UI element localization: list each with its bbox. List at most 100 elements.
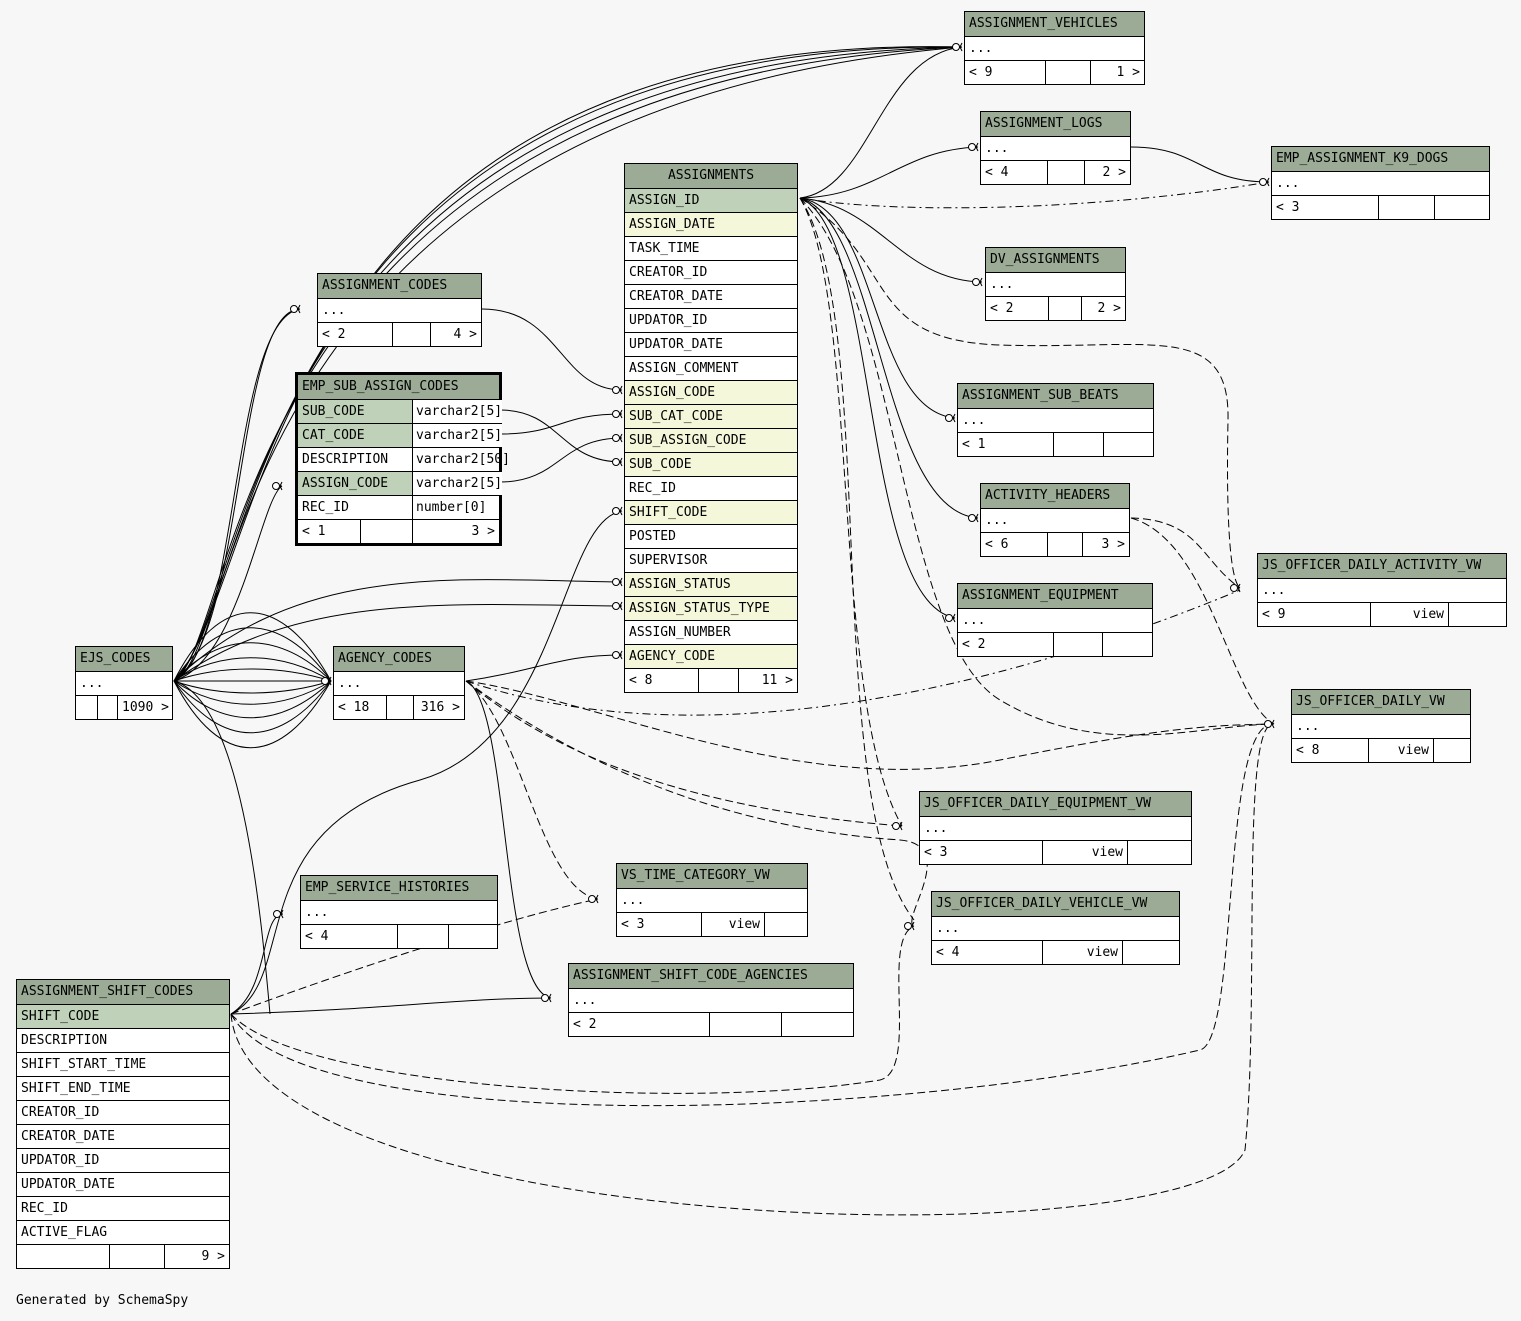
column-shift-code: SHIFT_CODE [625, 500, 797, 524]
table-assignments[interactable]: ASSIGNMENTS ASSIGN_ID ASSIGN_DATE TASK_T… [624, 163, 798, 693]
implied-relationship-line [799, 197, 903, 827]
column-rec-id: REC_ID [17, 1196, 229, 1220]
relationship-line [499, 413, 623, 435]
parents-count: < 4 [305, 929, 329, 944]
column-assign-number: ASSIGN_NUMBER [625, 620, 797, 644]
implied-relationship-line [465, 680, 599, 900]
table-assignment-shift-code-agencies[interactable]: ASSIGNMENT_SHIFT_CODE_AGENCIES ... < 2 [568, 963, 854, 1037]
table-name: EMP_ASSIGNMENT_K9_DOGS [1272, 147, 1489, 171]
parents-count: < 9 [969, 65, 993, 80]
parents-count: < 3 [924, 845, 948, 860]
table-footer: < 1 3 > [298, 519, 499, 543]
table-name: AGENCY_CODES [334, 647, 464, 671]
relationship-line [173, 680, 271, 1015]
parents-count: < 2 [990, 301, 1014, 316]
implied-relationship-line [230, 723, 1275, 1216]
parents-count: < 2 [322, 327, 346, 342]
table-assignment-logs[interactable]: ASSIGNMENT_LOGS ... < 4 2 > [980, 111, 1131, 185]
relationship-line [173, 46, 963, 682]
table-name: JS_OFFICER_DAILY_VEHICLE_VW [932, 892, 1179, 916]
columns-placeholder: ... [1258, 578, 1506, 602]
relationship-line [173, 627, 332, 682]
children-count: view [1042, 841, 1127, 864]
column-assign-code: ASSIGN_CODE [625, 380, 797, 404]
children-count: 2 > [1081, 297, 1125, 320]
column-assign-status-type: ASSIGN_STATUS_TYPE [625, 596, 797, 620]
column-posted: POSTED [625, 524, 797, 548]
table-assignment-codes[interactable]: ASSIGNMENT_CODES ... < 2 4 > [317, 273, 482, 347]
children-count: view [701, 913, 764, 936]
columns-placeholder: ... [569, 988, 853, 1012]
table-vs-time-category-vw[interactable]: VS_TIME_CATEGORY_VW ... < 3 view [616, 863, 808, 937]
implied-relationship-line [230, 925, 915, 1094]
optional-marker [612, 434, 620, 442]
table-js-officer-daily-vehicle-vw[interactable]: JS_OFFICER_DAILY_VEHICLE_VW ... < 4 view [931, 891, 1180, 965]
table-js-officer-daily-activity-vw[interactable]: JS_OFFICER_DAILY_ACTIVITY_VW ... < 9 vie… [1257, 553, 1507, 627]
crows-foot-marker [975, 513, 979, 523]
children-count: view [1042, 941, 1122, 964]
implied-relationship-line [465, 680, 928, 927]
crows-foot-marker [1266, 177, 1270, 187]
parents-count: < 3 [1276, 200, 1300, 215]
table-js-officer-daily-equipment-vw[interactable]: JS_OFFICER_DAILY_EQUIPMENT_VW ... < 3 vi… [919, 791, 1192, 865]
table-assignment-vehicles[interactable]: ASSIGNMENT_VEHICLES ... < 9 1 > [964, 11, 1145, 85]
table-footer: < 2 [569, 1012, 853, 1036]
table-emp-assignment-k9-dogs[interactable]: EMP_ASSIGNMENT_K9_DOGS ... < 3 [1271, 146, 1490, 220]
optional-marker [945, 614, 953, 622]
column-creator-id: CREATOR_ID [17, 1100, 229, 1124]
implied-relationship-line [230, 723, 1275, 1107]
table-dv-assignments[interactable]: DV_ASSIGNMENTS ... < 2 2 > [985, 247, 1126, 321]
column-assign-id: ASSIGN_ID [625, 188, 797, 212]
optional-marker [1259, 178, 1267, 186]
table-name: ASSIGNMENT_EQUIPMENT [958, 584, 1152, 608]
crows-foot-marker [619, 409, 623, 419]
optional-marker [612, 458, 620, 466]
column-description: DESCRIPTION [17, 1028, 229, 1052]
implied-relationship-line [465, 680, 1275, 770]
table-assignment-equipment[interactable]: ASSIGNMENT_EQUIPMENT ... < 2 [957, 583, 1153, 657]
table-footer: 1090 > [76, 695, 172, 719]
implied-relationship-line [1130, 517, 1241, 589]
column-assign-status: ASSIGN_STATUS [625, 572, 797, 596]
parents-count: < 3 [621, 917, 645, 932]
table-name: ASSIGNMENTS [625, 164, 797, 188]
column-updator-id: UPDATOR_ID [625, 308, 797, 332]
columns-placeholder: ... [301, 900, 497, 924]
relationship-line [230, 510, 623, 1015]
table-emp-service-histories[interactable]: EMP_SERVICE_HISTORIES ... < 4 [300, 875, 498, 949]
columns-placeholder: ... [965, 36, 1144, 60]
table-ejs-codes[interactable]: EJS_CODES ... 1090 > [75, 646, 173, 720]
table-activity-headers[interactable]: ACTIVITY_HEADERS ... < 6 3 > [980, 483, 1130, 557]
parents-count [76, 696, 97, 719]
optional-marker [321, 677, 329, 685]
relationship-line [173, 657, 332, 682]
relationship-line [230, 997, 552, 1015]
table-agency-codes[interactable]: AGENCY_CODES ... < 18 316 > [333, 646, 465, 720]
children-count: 3 > [1082, 533, 1129, 556]
optional-marker [952, 43, 960, 51]
relationship-line [481, 308, 623, 391]
table-js-officer-daily-vw[interactable]: JS_OFFICER_DAILY_VW ... < 8 view [1291, 689, 1471, 763]
table-assignment-shift-codes[interactable]: ASSIGNMENT_SHIFT_CODES SHIFT_CODE DESCRI… [16, 979, 230, 1269]
parents-count: < 4 [936, 945, 960, 960]
relationship-line [230, 913, 284, 1015]
table-assignment-sub-beats[interactable]: ASSIGNMENT_SUB_BEATS ... < 1 [957, 383, 1154, 457]
table-name: DV_ASSIGNMENTS [986, 248, 1125, 272]
implied-relationship-line [799, 197, 1275, 736]
relationship-line [799, 197, 956, 619]
table-footer: < 1 [958, 432, 1153, 456]
parents-count: < 1 [962, 437, 986, 452]
column-creator-date: CREATOR_DATE [17, 1124, 229, 1148]
table-name: ASSIGNMENT_VEHICLES [965, 12, 1144, 36]
crows-foot-marker [619, 457, 623, 467]
optional-marker [945, 414, 953, 422]
optional-marker [272, 482, 280, 490]
parents-count: < 2 [573, 1017, 597, 1032]
columns-placeholder: ... [932, 916, 1179, 940]
table-footer: < 4 view [932, 940, 1179, 964]
crows-foot-marker [1237, 583, 1241, 593]
column-shift-end-time: SHIFT_END_TIME [17, 1076, 229, 1100]
